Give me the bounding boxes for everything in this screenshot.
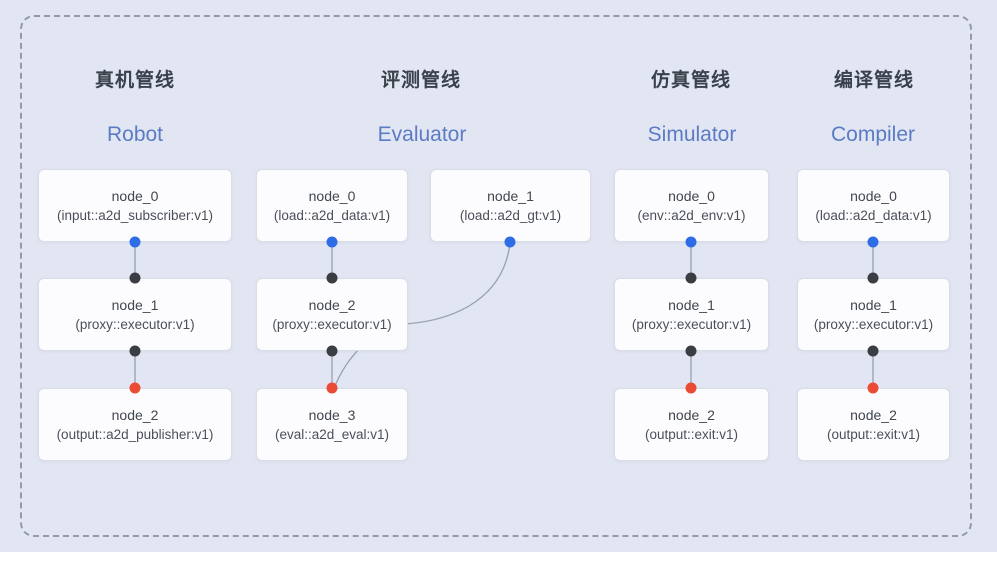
pipeline-subtitle-simulator: Simulator [647,123,737,146]
pipeline-title-compiler: 编译管线 [833,70,915,91]
node-name: node_0 [668,187,715,204]
node-box-evaluator-0: node_0 (load::a2d_data:v1) [256,169,408,242]
node-box-compiler-2: node_2 (output::exit:v1) [797,388,950,461]
node-name: node_0 [308,187,356,204]
node-type: (env::a2d_env:v1) [637,207,746,223]
node-type: (load::a2d_data:v1) [273,207,391,223]
node-name: node_1 [850,296,897,313]
node-type: (output::a2d_publisher:v1) [56,426,214,442]
pipeline-subtitle-compiler: Compiler [830,123,916,146]
pipeline-subtitle-robot: Robot [106,123,164,146]
node-type: (proxy::executor:v1) [272,316,392,332]
node-box-evaluator-1-gt: node_1 (load::a2d_gt:v1) [430,169,591,242]
node-box-simulator-1: node_1 (proxy::executor:v1) [614,278,769,351]
node-name: node_2 [850,406,897,423]
node-name: node_2 [111,406,159,423]
pipeline-subtitle-evaluator: Evaluator [377,123,467,146]
node-name: node_1 [487,187,534,204]
node-box-robot-2: node_2 (output::a2d_publisher:v1) [38,388,232,461]
pipeline-title-simulator: 仿真管线 [650,70,732,91]
node-type: (load::a2d_gt:v1) [459,207,562,223]
node-name: node_1 [111,296,159,313]
frame-dashed-border [20,15,972,537]
node-type: (proxy::executor:v1) [75,316,195,332]
node-box-evaluator-3: node_3 (eval::a2d_eval:v1) [256,388,408,461]
node-box-simulator-2: node_2 (output::exit:v1) [614,388,769,461]
node-box-robot-0: node_0 (input::a2d_subscriber:v1) [38,169,232,242]
node-type: (output::exit:v1) [826,426,921,442]
node-name: node_0 [850,187,897,204]
pipeline-title-evaluator: 评测管线 [380,70,462,91]
node-type: (proxy::executor:v1) [631,316,752,332]
node-name: node_1 [668,296,715,313]
node-type: (load::a2d_data:v1) [815,207,932,223]
bottom-edge-strip [0,552,997,563]
node-box-compiler-1: node_1 (proxy::executor:v1) [797,278,950,351]
pipeline-title-robot: 真机管线 [94,70,176,91]
node-name: node_0 [111,187,159,204]
node-box-evaluator-2: node_2 (proxy::executor:v1) [256,278,408,351]
node-box-compiler-0: node_0 (load::a2d_data:v1) [797,169,950,242]
node-name: node_2 [308,296,356,313]
node-type: (proxy::executor:v1) [813,316,934,332]
node-name: node_3 [308,406,356,423]
node-type: (output::exit:v1) [644,426,739,442]
node-box-simulator-0: node_0 (env::a2d_env:v1) [614,169,769,242]
node-type: (input::a2d_subscriber:v1) [56,207,214,223]
node-type: (eval::a2d_eval:v1) [274,426,390,442]
node-name: node_2 [668,406,715,423]
node-box-robot-1: node_1 (proxy::executor:v1) [38,278,232,351]
